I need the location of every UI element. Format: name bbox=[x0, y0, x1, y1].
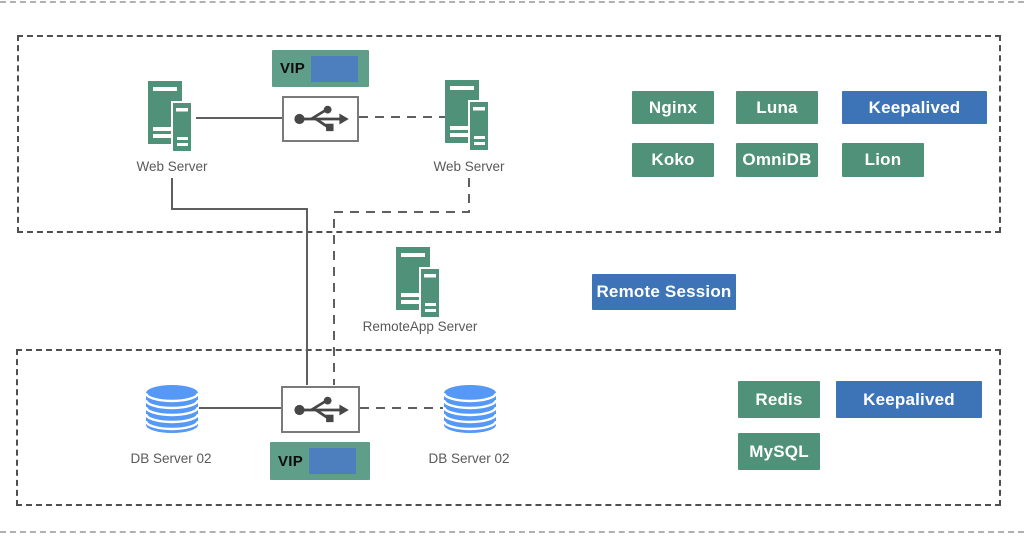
remoteapp-server-label: RemoteApp Server bbox=[362, 319, 478, 334]
web-tier-box bbox=[17, 35, 1001, 233]
badge-mysql: MySQL bbox=[738, 433, 820, 470]
badge-koko: Koko bbox=[632, 143, 714, 177]
database-icon bbox=[145, 385, 199, 433]
link-webserver-right-to-db-switch-dashed bbox=[333, 178, 470, 385]
vip-badge-db: VIP bbox=[270, 442, 370, 480]
badge-label: Keepalived bbox=[863, 389, 955, 409]
vip-label: VIP bbox=[278, 452, 304, 470]
badge-lion: Lion bbox=[842, 143, 924, 177]
db-tier-box bbox=[16, 349, 1001, 506]
usb-hub-icon bbox=[293, 105, 349, 132]
badge-label: Keepalived bbox=[868, 97, 961, 117]
badge-label: Koko bbox=[651, 150, 695, 169]
badge-remote-session: Remote Session bbox=[592, 274, 736, 310]
web-switch bbox=[282, 96, 359, 142]
badge-label: Redis bbox=[755, 389, 803, 409]
badge-omnidb: OmniDB bbox=[736, 143, 818, 177]
db-server-left-label: DB Server 02 bbox=[130, 451, 212, 466]
server-icon bbox=[148, 81, 193, 153]
database-icon bbox=[443, 385, 497, 433]
badge-label: Luna bbox=[756, 97, 798, 117]
vip-badge-web: VIP bbox=[272, 50, 369, 87]
vip-address-redacted bbox=[311, 55, 359, 82]
badge-keepalived-db: Keepalived bbox=[836, 381, 982, 418]
web-server-right-label: Web Server bbox=[433, 159, 505, 174]
vip-address-redacted bbox=[309, 448, 357, 474]
db-switch bbox=[281, 386, 360, 433]
outer-frame-top-line bbox=[0, 1, 1024, 3]
badge-label: Nginx bbox=[648, 97, 698, 117]
badge-label: Remote Session bbox=[596, 282, 732, 301]
usb-hub-icon bbox=[293, 396, 349, 422]
outer-frame-bottom-line bbox=[0, 531, 1024, 533]
vip-label: VIP bbox=[280, 60, 306, 77]
badge-label: OmniDB bbox=[742, 150, 812, 169]
badge-nginx: Nginx bbox=[632, 91, 714, 124]
badge-luna: Luna bbox=[736, 91, 818, 124]
web-server-left-label: Web Server bbox=[136, 159, 208, 174]
badge-label: Lion bbox=[864, 150, 902, 169]
db-server-right-label: DB Server 02 bbox=[428, 451, 510, 466]
badge-redis: Redis bbox=[738, 381, 820, 418]
badge-keepalived-web: Keepalived bbox=[842, 91, 987, 124]
server-icon bbox=[445, 80, 490, 152]
server-icon bbox=[396, 247, 441, 319]
badge-label: MySQL bbox=[749, 441, 809, 461]
link-webserver-left-to-db-switch bbox=[171, 178, 308, 385]
